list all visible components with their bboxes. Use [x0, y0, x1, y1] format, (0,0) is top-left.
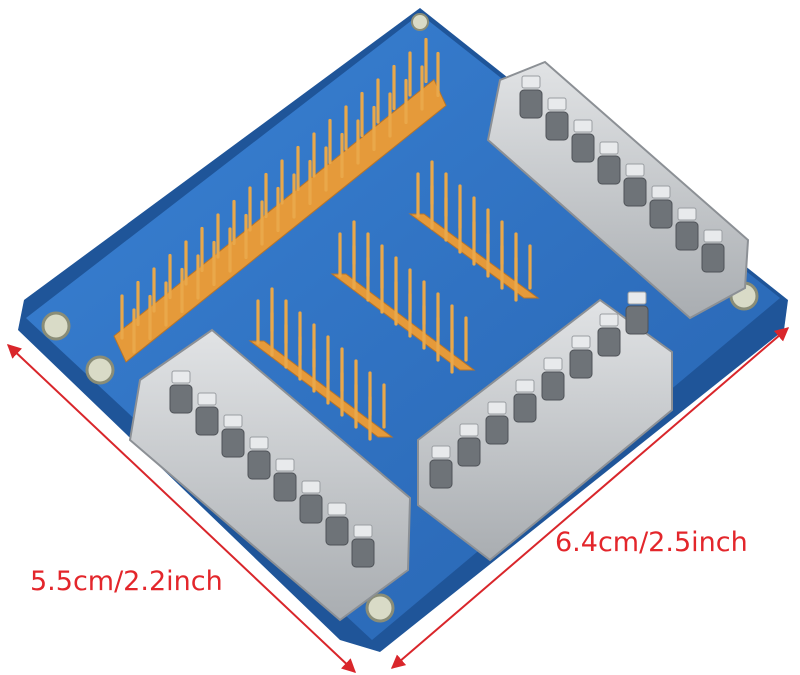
- terminal-lever: [431, 445, 451, 459]
- terminal-lever: [327, 502, 347, 516]
- terminal-slot: [325, 516, 349, 546]
- terminal-slot: [247, 450, 271, 480]
- terminal-slot: [221, 428, 245, 458]
- terminal-slot: [569, 349, 593, 379]
- mounting-hole: [365, 593, 395, 623]
- terminal-lever: [515, 379, 535, 393]
- terminal-slot: [299, 494, 323, 524]
- terminal-lever: [487, 401, 507, 415]
- terminal-lever: [301, 480, 321, 494]
- width-dimension-label: 5.5cm/2.2inch: [30, 566, 223, 597]
- terminal-slot: [649, 199, 673, 229]
- pin-header-block: [408, 160, 540, 302]
- terminal-lever: [627, 291, 647, 305]
- terminal-slot: [195, 406, 219, 436]
- terminal-lever: [249, 436, 269, 450]
- terminal-lever: [223, 414, 243, 428]
- terminal-slot: [625, 305, 649, 335]
- terminal-slot: [597, 327, 621, 357]
- terminal-lever: [547, 97, 567, 111]
- width-dimension-arrow: [6, 344, 357, 673]
- terminal-lever: [651, 185, 671, 199]
- spring-terminal-top-right: [486, 60, 750, 320]
- terminal-lever: [599, 313, 619, 327]
- terminal-lever: [197, 392, 217, 406]
- terminal-slot: [351, 538, 375, 568]
- terminal-lever: [353, 524, 373, 538]
- gpio-header-40pin: [113, 37, 447, 363]
- terminal-slot: [545, 111, 569, 141]
- terminal-slot: [675, 221, 699, 251]
- terminal-slot: [571, 133, 595, 163]
- terminal-lever: [275, 458, 295, 472]
- terminal-slot: [519, 89, 543, 119]
- terminal-slot: [457, 437, 481, 467]
- terminal-slot: [273, 472, 297, 502]
- length-dimension-label: 6.4cm/2.5inch: [555, 527, 748, 558]
- terminal-lever: [571, 335, 591, 349]
- terminal-slot: [597, 155, 621, 185]
- terminal-lever: [543, 357, 563, 371]
- terminal-slot: [513, 393, 537, 423]
- terminal-lever: [625, 163, 645, 177]
- mounting-hole: [85, 355, 115, 385]
- terminal-lever: [521, 75, 541, 89]
- terminal-slot: [485, 415, 509, 445]
- terminal-lever: [599, 141, 619, 155]
- terminal-slot: [169, 384, 193, 414]
- terminal-lever: [459, 423, 479, 437]
- terminal-lever: [171, 370, 191, 384]
- terminal-slot: [541, 371, 565, 401]
- length-dimension-arrow: [390, 327, 790, 669]
- terminal-slot: [429, 459, 453, 489]
- mounting-hole: [411, 13, 429, 31]
- terminal-lever: [573, 119, 593, 133]
- terminal-lever: [703, 229, 723, 243]
- terminal-slot: [623, 177, 647, 207]
- mounting-hole: [41, 311, 71, 341]
- terminal-slot: [701, 243, 725, 273]
- terminal-lever: [677, 207, 697, 221]
